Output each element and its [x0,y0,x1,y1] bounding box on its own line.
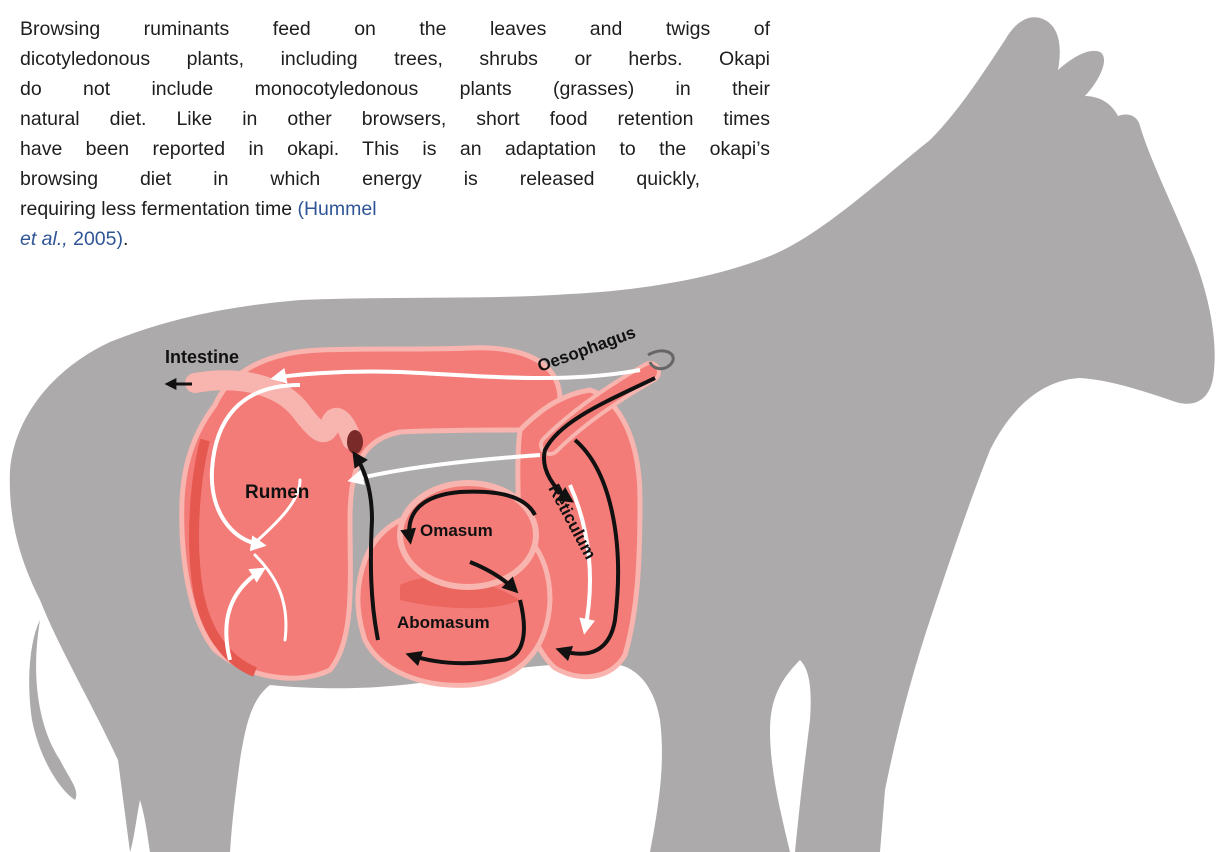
label-intestine: Intestine [165,347,239,367]
flow-arrow-white-mid [352,455,540,480]
label-abomasum: Abomasum [397,613,490,632]
label-rumen: Rumen [245,482,309,503]
oesophagus-entry-arrow [648,351,673,369]
intestine-opening [347,430,363,454]
label-oesophagus: Oesophagus [535,323,638,376]
label-omasum: Omasum [420,521,493,540]
